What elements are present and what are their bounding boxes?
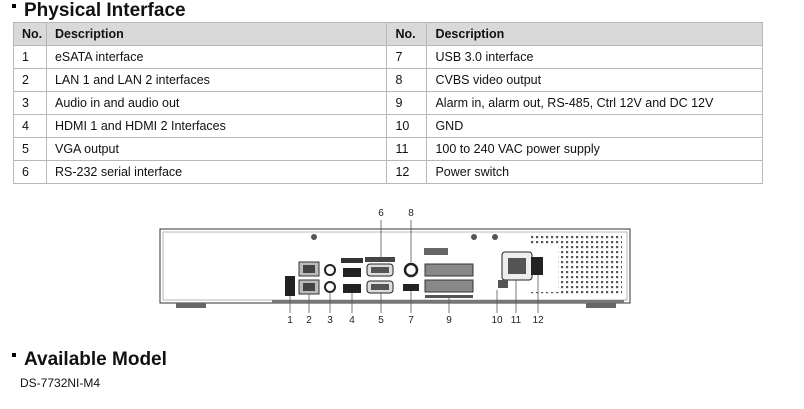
physical-interface-label: Physical Interface	[24, 0, 186, 21]
cell-description: 100 to 240 VAC power supply	[426, 137, 763, 161]
callout-11: 11	[511, 315, 522, 326]
table-header-row: No. Description No. Description	[13, 22, 763, 46]
callout-2: 2	[306, 315, 312, 326]
foot	[176, 303, 206, 308]
bullet-icon	[12, 353, 16, 357]
cell-no: 12	[386, 160, 428, 184]
table-row: 1 eSATA interface 7 USB 3.0 interface	[13, 45, 763, 69]
table-row: 5 VGA output 11 100 to 240 VAC power sup…	[13, 137, 763, 161]
cell-description: USB 3.0 interface	[426, 45, 763, 69]
screw-icon	[311, 234, 317, 240]
cell-description: GND	[426, 114, 763, 138]
callout-9: 9	[446, 315, 452, 326]
callout-6: 6	[378, 208, 384, 219]
cell-description: Power switch	[426, 160, 763, 184]
header-no-2: No.	[386, 22, 428, 46]
callout-lines	[289, 220, 539, 313]
alarm-terminal-block	[424, 248, 474, 298]
lan-ports	[298, 261, 320, 295]
cell-no: 7	[386, 45, 428, 69]
cell-description: HDMI 1 and HDMI 2 Interfaces	[45, 114, 388, 138]
audio-ports	[324, 264, 336, 293]
power-area	[498, 236, 622, 296]
cell-description: VGA output	[45, 137, 388, 161]
screw-icon	[471, 234, 477, 240]
cvbs-port	[403, 262, 419, 278]
callout-1: 1	[287, 315, 293, 326]
interface-table: No. Description No. Description 1 eSATA …	[13, 22, 763, 184]
screw-icon	[492, 234, 498, 240]
cell-no: 11	[386, 137, 428, 161]
usb-port	[403, 284, 419, 291]
power-switch	[531, 257, 543, 275]
physical-interface-title: Physical Interface	[12, 0, 186, 22]
hdmi-ports	[341, 258, 363, 293]
table-row: 4 HDMI 1 and HDMI 2 Interfaces 10 GND	[13, 114, 763, 138]
callout-12: 12	[532, 315, 544, 326]
available-model-label: Available Model	[24, 349, 167, 370]
callout-5: 5	[378, 315, 384, 326]
model-number: DS-7732NI-M4	[20, 376, 101, 390]
cell-no: 6	[13, 160, 47, 184]
callout-8: 8	[408, 208, 414, 219]
available-model-title: Available Model	[12, 349, 167, 371]
vga-rs232-ports	[365, 257, 395, 294]
table-row: 3 Audio in and audio out 9 Alarm in, ala…	[13, 91, 763, 115]
cell-description: RS-232 serial interface	[45, 160, 388, 184]
cell-no: 3	[13, 91, 47, 115]
header-description-2: Description	[426, 22, 763, 46]
header-description-1: Description	[45, 22, 388, 46]
callout-10: 10	[491, 315, 503, 326]
cell-description: Alarm in, alarm out, RS-485, Ctrl 12V an…	[426, 91, 763, 115]
cell-description: Audio in and audio out	[45, 91, 388, 115]
cell-no: 5	[13, 137, 47, 161]
esata-port	[285, 276, 295, 296]
foot	[586, 303, 616, 308]
table-row: 6 RS-232 serial interface 12 Power switc…	[13, 160, 763, 184]
cell-no: 2	[13, 68, 47, 92]
bullet-icon	[12, 4, 16, 8]
callout-7: 7	[408, 315, 414, 326]
callout-3: 3	[327, 315, 333, 326]
callout-4: 4	[349, 315, 355, 326]
